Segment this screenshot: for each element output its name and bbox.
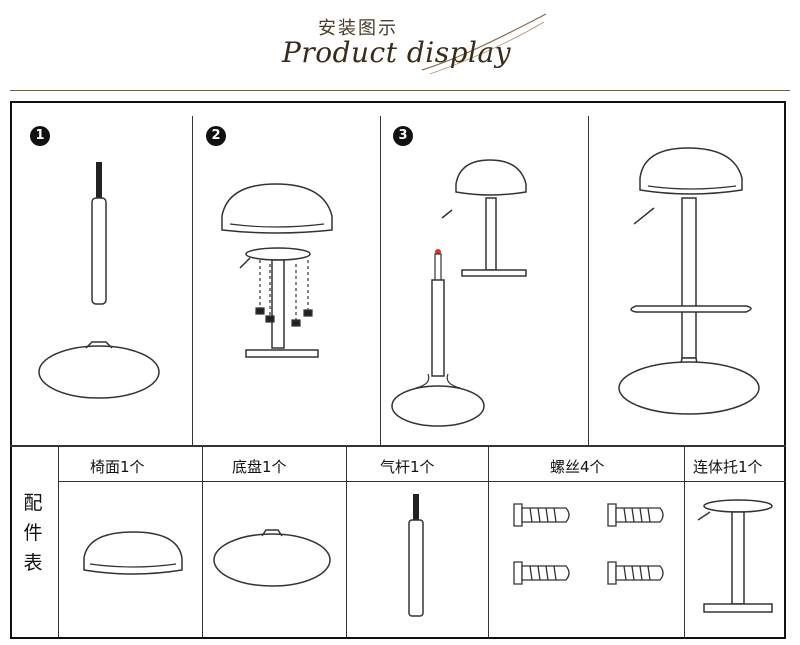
header: 安装图示 Product display: [0, 0, 800, 90]
parts-side-divider: [58, 446, 59, 637]
step-1-badge: 1: [30, 126, 50, 146]
step-divider-2: [380, 116, 381, 446]
screw-icon: [514, 504, 569, 526]
bracket-part-illustration: [690, 492, 786, 622]
assembled-stool-illustration: [596, 140, 786, 440]
screw-icon: [608, 504, 663, 526]
step-1-illustration: [36, 162, 186, 410]
seat-part-illustration: [78, 520, 188, 590]
step-3-badge: 3: [393, 126, 413, 146]
step-divider-1: [192, 116, 193, 446]
table-divider-horizontal: [10, 445, 786, 447]
table-header-divider: [58, 481, 786, 482]
base-part-illustration: [208, 522, 338, 592]
gas-lift-part-illustration: [396, 494, 436, 628]
step-2-illustration: [200, 150, 380, 380]
part-header-screws: 螺丝4个: [550, 458, 605, 476]
screw-icon: [514, 562, 569, 584]
instruction-frame: [10, 101, 786, 639]
part-header-gas-lift: 气杆1个: [380, 458, 435, 476]
decorative-swoosh: [421, 13, 547, 75]
header-divider: [10, 90, 790, 91]
part-header-seat: 椅面1个: [90, 458, 145, 476]
parts-divider-4: [684, 446, 685, 637]
step-2-badge: 2: [206, 126, 226, 146]
parts-divider-3: [488, 446, 489, 637]
screws-part-illustration: [508, 494, 678, 604]
page-title-zh: 安装图示: [318, 18, 398, 39]
part-header-bracket: 连体托1个: [693, 458, 763, 476]
step-3-illustration: [386, 150, 586, 430]
parts-list-label: 配件表: [23, 492, 43, 574]
screw-icon: [608, 562, 663, 584]
parts-divider-2: [346, 446, 347, 637]
step-divider-3: [588, 116, 589, 446]
part-header-base: 底盘1个: [232, 458, 287, 476]
page-title-en: Product display: [282, 36, 512, 69]
parts-divider-1: [202, 446, 203, 637]
